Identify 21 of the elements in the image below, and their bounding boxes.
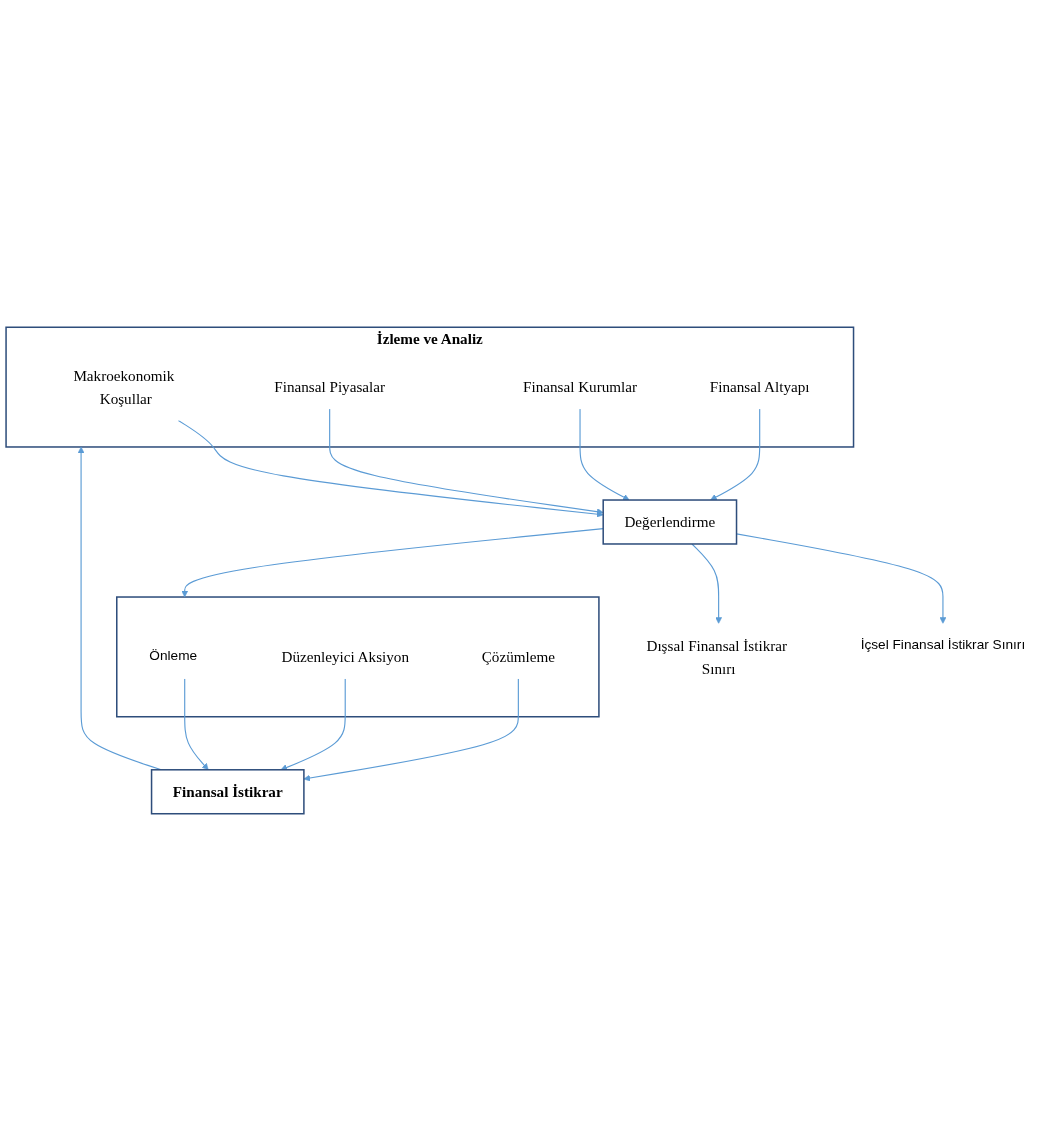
arrow — [280, 678, 346, 771]
arrow — [691, 543, 722, 624]
arrow — [181, 528, 604, 598]
node-text: Çözümleme — [481, 648, 555, 666]
node-text: Düzenleyici Aksiyon — [281, 648, 409, 666]
node-box: Finansal İstikrar — [150, 769, 305, 815]
cluster — [116, 596, 600, 718]
node-text: Finansal Kurumlar — [523, 378, 638, 396]
arrow — [579, 408, 630, 501]
node-text: Makroekonomik Koşullar — [73, 367, 175, 407]
arrow — [184, 678, 209, 771]
arrow — [303, 678, 519, 782]
arrow — [177, 419, 604, 518]
node-text: İçsel Finansal İstikrar Sınırı — [860, 636, 1026, 652]
node-text: Finansal Piyasalar — [274, 378, 386, 396]
node-box: Değerlendirme — [602, 499, 738, 545]
node-text: Dışsal Finansal İstikrar Sınırı — [646, 637, 788, 677]
node-text: Önleme — [149, 647, 198, 663]
node-text: Finansal Altyapı — [709, 378, 810, 396]
arrow — [710, 408, 761, 501]
arrow — [329, 408, 604, 515]
